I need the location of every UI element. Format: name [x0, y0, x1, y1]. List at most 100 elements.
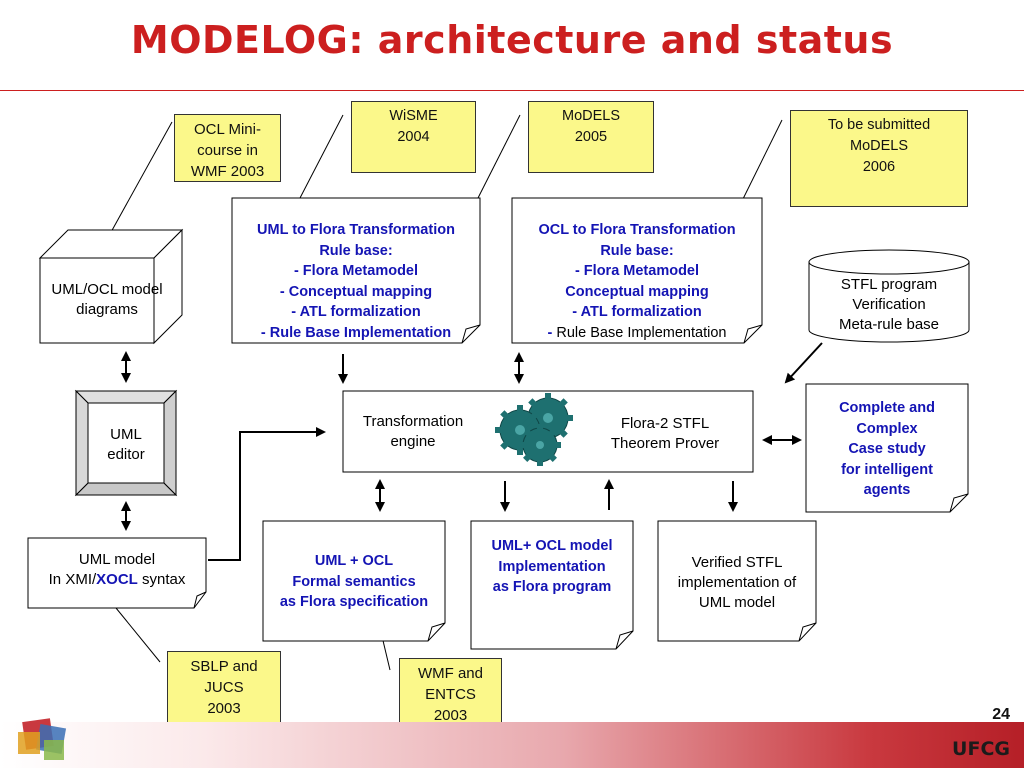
case-study-text: Complete and Complex Case study for inte… — [806, 398, 968, 501]
doc-verified — [657, 520, 817, 642]
note-line: ENTCS — [425, 686, 476, 703]
uml-editor-label: UML editor — [88, 425, 164, 465]
note-wmf-entcs: WMF and ENTCS 2003 — [399, 658, 502, 726]
box-line: Conceptual mapping — [565, 283, 709, 300]
implementation-text: UML+ OCL model Implementation as Flora p… — [471, 536, 633, 598]
arrow-db-casestudy — [784, 342, 823, 384]
note-submitted: To be submitted MoDELS 2006 — [790, 110, 968, 207]
note-wisme: WiSME 2004 — [351, 101, 476, 173]
doc-formal-semantics — [262, 520, 446, 642]
box-line: - Conceptual mapping — [279, 283, 433, 300]
note-line: JUCS — [204, 679, 244, 696]
callout-line-wisme — [299, 114, 344, 199]
note-line: To be submitted — [827, 117, 931, 133]
footer-band — [0, 722, 1024, 768]
note-line: OCL Mini- — [194, 121, 261, 138]
box-line: UML + OCL — [314, 553, 394, 569]
note-line: 2006 — [862, 159, 896, 175]
box-line: for intelligent — [841, 461, 933, 478]
note-line: MoDELS — [849, 138, 909, 154]
syntax-text: syntax — [137, 571, 186, 588]
stfl-database — [808, 249, 970, 343]
box-line: editor — [107, 446, 145, 463]
note-line: MoDELS — [561, 108, 621, 124]
transformation-engine-label: Transformation engine — [346, 412, 480, 452]
uml-ocl-diagrams-label: UML/OCL model diagrams — [40, 280, 174, 320]
footer-brand: UFCG — [952, 738, 1010, 760]
box-line: UML model — [698, 594, 776, 611]
page-number: 24 — [992, 706, 1010, 723]
box-line: Rule base: — [600, 242, 674, 259]
note-ocl-course: OCL Mini- course in WMF 2003 — [174, 114, 281, 182]
box-line: In XMI/XOCL syntax — [28, 570, 206, 590]
box-line: UML — [110, 426, 142, 443]
box-line: Complete and — [839, 400, 935, 416]
note-line: 2003 — [433, 707, 468, 724]
xmi-text: In XMI/ — [48, 571, 97, 588]
box-line: Verified STFL — [691, 554, 783, 571]
box-line: - ATL formalization — [572, 304, 702, 320]
box-line: Flora-2 STFL — [620, 415, 710, 432]
callout-line-sblp — [115, 607, 161, 663]
modelog-logo — [18, 718, 67, 760]
doc-uml-to-flora — [231, 197, 481, 344]
box-line: as Flora program — [492, 579, 612, 595]
note-line: 2005 — [574, 129, 608, 145]
note-line: SBLP and — [190, 658, 258, 675]
note-models-2005: MoDELS 2005 — [528, 101, 654, 173]
ocl-to-flora-text: OCL to Flora Transformation Rule base: -… — [512, 220, 762, 343]
box-line: Meta-rule base — [838, 316, 940, 333]
box-line: Implementation — [498, 558, 606, 575]
gears-icon — [495, 393, 573, 466]
note-line: course in — [197, 142, 258, 159]
uml-editor-frame — [74, 389, 178, 497]
box-line: - Rule Base Implementation — [512, 323, 762, 344]
doc-uml-model — [27, 537, 207, 609]
slide-title: MODELOG: architecture and status — [130, 18, 894, 62]
box-line: UML to Flora Transformation — [257, 222, 455, 238]
doc-ocl-to-flora — [511, 197, 763, 344]
doc-implementation — [470, 520, 634, 650]
callout-line-ocl-course — [104, 121, 173, 244]
document-shapes — [27, 197, 969, 650]
box-line: Transformation — [362, 413, 464, 430]
box-line: engine — [390, 433, 436, 450]
note-line: WMF and — [417, 665, 483, 682]
verified-text: Verified STFL implementation of UML mode… — [658, 553, 816, 613]
note-line: 2003 — [207, 700, 241, 717]
stfl-database-label: STFL program Verification Meta-rule base — [809, 275, 969, 335]
box-line: UML+ OCL model — [491, 538, 613, 554]
theorem-prover-label: Flora-2 STFL Theorem Prover — [592, 414, 738, 454]
box-line: Rule base: — [319, 242, 393, 259]
arrows — [121, 342, 823, 561]
box-line: implementation of — [677, 574, 797, 591]
title-divider — [0, 90, 1024, 91]
formal-semantics-text: UML + OCL Formal semantics as Flora spec… — [263, 551, 445, 613]
box-line: - Flora Metamodel — [574, 263, 700, 279]
box-line: UML model — [78, 551, 156, 568]
box-line: Verification — [852, 296, 926, 313]
dash-text: - — [547, 324, 557, 341]
doc-case-study — [805, 383, 969, 513]
box-line: Case study — [848, 441, 926, 457]
uml-to-flora-text: UML to Flora Transformation Rule base: -… — [232, 220, 480, 343]
callout-line-models-2005 — [477, 114, 521, 199]
box-line: Complex — [856, 420, 918, 437]
box-line: UML/OCL model — [51, 281, 163, 298]
box-line: Theorem Prover — [610, 435, 720, 452]
box-line: agents — [863, 482, 911, 498]
box-line: Formal semantics — [292, 573, 416, 590]
box-line: - Rule Base Implementation — [260, 324, 452, 341]
uml-ocl-cube — [38, 228, 184, 345]
rule-base-impl-text: Rule Base Implementation — [556, 324, 727, 341]
box-line: as Flora specification — [279, 594, 429, 610]
note-line: WiSME — [389, 108, 438, 124]
box-line: - Flora Metamodel — [293, 263, 419, 279]
note-sblp: SBLP and JUCS 2003 — [167, 651, 281, 723]
box-line: - ATL formalization — [291, 304, 421, 320]
callout-line-submitted — [739, 119, 783, 206]
note-line: WMF 2003 — [190, 163, 265, 180]
arrow-model-engine — [208, 427, 326, 561]
box-line: diagrams — [76, 301, 138, 318]
